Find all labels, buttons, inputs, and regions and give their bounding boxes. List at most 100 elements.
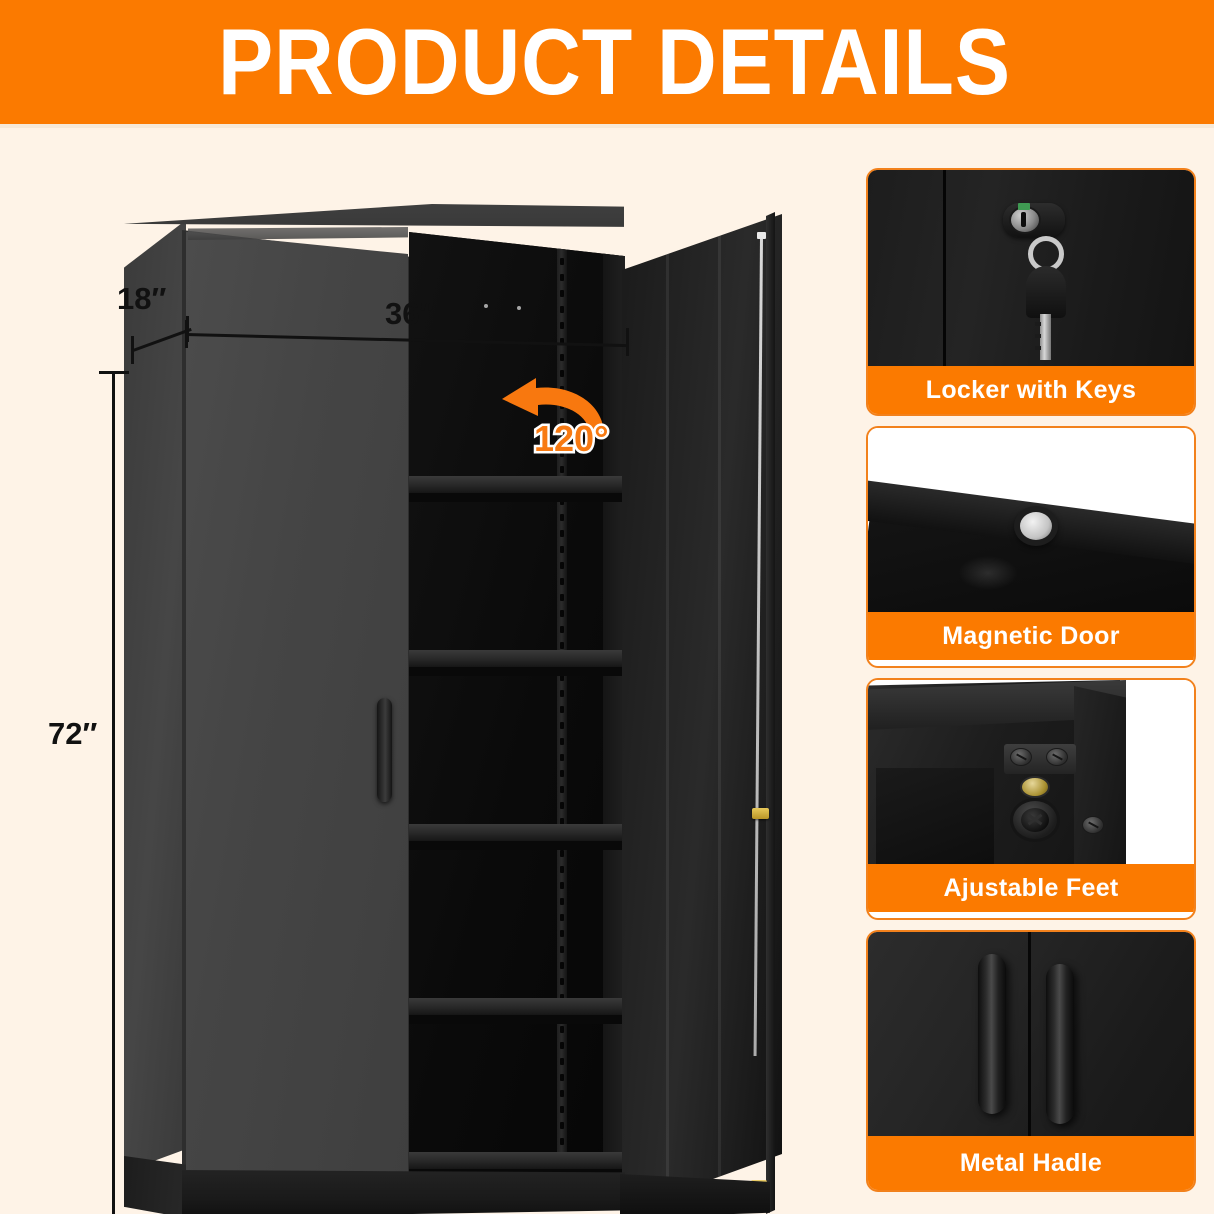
height-dimension-line [112, 372, 115, 1214]
cabinet-inner-cavity [876, 768, 994, 864]
right-door-outer-edge [766, 212, 775, 1214]
shelf-peg-slot [560, 690, 564, 697]
shelf-adjustment-strip [557, 232, 567, 1195]
key-head-icon [1026, 266, 1066, 318]
shelf-peg-hole [484, 304, 488, 308]
feature-card-magnetic-door[interactable]: Magnetic Door [866, 426, 1196, 668]
interior-right-wall [603, 232, 625, 1195]
door-rib [718, 230, 721, 1196]
shelf-peg-slot [560, 1058, 564, 1065]
shelf [409, 824, 625, 841]
shelf-peg-slot [560, 434, 564, 441]
left-door-handle[interactable] [377, 698, 392, 802]
feature-cards: Locker with Keys Magnetic Door [866, 168, 1196, 1196]
shelf-peg-slot [560, 1042, 564, 1049]
shelf-peg-slot [560, 562, 564, 569]
shelf-peg-slot [560, 642, 564, 649]
shelf [409, 1152, 625, 1169]
brass-thread-bushing [1020, 776, 1050, 798]
surface-highlight [958, 556, 1018, 590]
shelf-peg-slot [560, 1090, 564, 1097]
shelf-peg-slot [560, 802, 564, 809]
shelf-shadow [409, 667, 625, 676]
door-handle-icon [978, 954, 1006, 1114]
shelf-peg-slot [560, 914, 564, 921]
shelf-peg-hole [517, 306, 521, 310]
header-banner: PRODUCT DETAILS [0, 0, 1214, 124]
feature-card-ajustable-feet[interactable]: Ajustable Feet [866, 678, 1196, 920]
shelf-peg-slot [560, 1138, 564, 1145]
shelf-peg-slot [560, 514, 564, 521]
shelf-peg-slot [560, 1122, 564, 1129]
key-blade-icon [1040, 314, 1051, 360]
depth-dimension-cap-near [131, 336, 134, 364]
lock-green-tag [1018, 203, 1030, 210]
cabinet-left-side-panel [124, 220, 186, 1172]
banner-divider [0, 124, 1214, 128]
cabinet-illustration [0, 128, 850, 1214]
key-tooth [1035, 334, 1041, 338]
shelf-peg-slot [560, 450, 564, 457]
shelf-shadow [409, 841, 625, 850]
door-seam [943, 170, 946, 366]
ajustable-feet-photo [868, 680, 1194, 864]
screw-icon [1046, 748, 1068, 766]
feature-card-label: Metal Hadle [868, 1136, 1194, 1190]
shelf-peg-slot [560, 578, 564, 585]
height-dimension-label: 72″ [48, 716, 98, 751]
feature-card-label: Locker with Keys [868, 366, 1194, 414]
shelf-peg-slot [560, 306, 564, 313]
shelf-peg-slot [560, 274, 564, 281]
product-scene: 36″ 18″ 72″ 120° [0, 128, 850, 1214]
shelf-peg-slot [560, 770, 564, 777]
shelf-peg-slot [560, 546, 564, 553]
shelf-peg-slot [560, 242, 564, 249]
shelf-shadow [409, 1015, 625, 1024]
shelf-peg-slot [560, 1106, 564, 1113]
cabinet-left-door[interactable] [186, 231, 408, 1193]
feature-card-locker-with-keys[interactable]: Locker with Keys [866, 168, 1196, 416]
left-door-top-edge [188, 227, 408, 240]
door-swing-arrow-icon [502, 378, 604, 434]
shelf [409, 998, 625, 1015]
shelf-peg-slot [560, 354, 564, 361]
shelf-peg-slot [560, 898, 564, 905]
shelf-peg-slot [560, 818, 564, 825]
cabinet-corner-post [1074, 686, 1126, 864]
feature-card-label: Ajustable Feet [868, 864, 1194, 912]
screw-icon [1082, 816, 1104, 834]
magnetic-catch-icon [1014, 506, 1058, 546]
door-rib [666, 236, 669, 1196]
shelf-peg-slot [560, 866, 564, 873]
width-dimension-label: 36″ [385, 296, 435, 331]
key-tooth [1035, 322, 1041, 326]
shelf-peg-slot [560, 722, 564, 729]
page-title: PRODUCT DETAILS [218, 9, 1012, 114]
shelf-peg-slot [560, 962, 564, 969]
shelf-peg-slot [560, 994, 564, 1001]
shelf-peg-slot [560, 626, 564, 633]
shelf-peg-slot [560, 738, 564, 745]
lock-rod-cap [757, 232, 766, 239]
shelf-peg-slot [560, 786, 564, 793]
shelf-peg-slot [560, 674, 564, 681]
shelf-peg-slot [560, 338, 564, 345]
shelf-peg-slot [560, 978, 564, 985]
shelf-peg-slot [560, 1074, 564, 1081]
shelf-peg-slot [560, 754, 564, 761]
base-plinth-side [124, 1156, 186, 1214]
shelf-peg-slot [560, 1026, 564, 1033]
feature-card-label: Magnetic Door [868, 612, 1194, 660]
shelf-peg-slot [560, 850, 564, 857]
shelf-peg-slot [560, 418, 564, 425]
shelf [409, 650, 625, 667]
shelf-peg-slot [560, 466, 564, 473]
key-tooth [1035, 346, 1041, 350]
shelf-peg-slot [560, 882, 564, 889]
door-handle-icon [1046, 964, 1074, 1124]
feature-card-metal-hadle[interactable]: Metal Hadle [866, 930, 1196, 1192]
shelf-peg-slot [560, 594, 564, 601]
base-plinth-front [182, 1170, 625, 1214]
metal-hadle-photo [868, 932, 1194, 1136]
